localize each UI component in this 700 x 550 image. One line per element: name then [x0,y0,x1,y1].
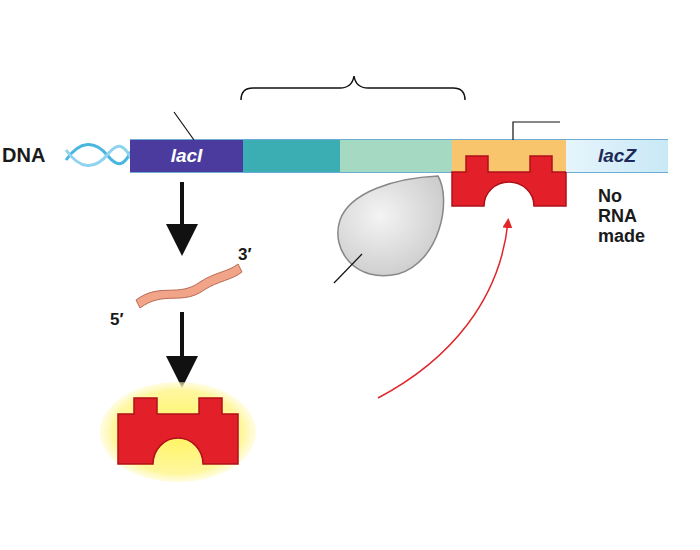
gene-box: lacI [130,140,243,172]
mrna-strand [136,264,242,308]
binding-arrow [378,222,508,398]
process-arrow [180,182,184,244]
rna-polymerase [338,176,444,276]
molecule-label: DNA [2,143,62,167]
bound-repressor [452,156,566,206]
promoter-region [243,140,340,172]
gene-name: lacZ [598,145,636,167]
end-label: 3′ [238,245,268,265]
process-arrow [180,312,184,376]
leader-line [174,112,194,140]
promoter-region [340,140,452,172]
dna-helix [66,144,132,165]
end-label: 5′ [110,310,140,330]
leader-line [513,122,560,140]
leader-line [334,254,362,283]
bracket [241,76,465,100]
repressor-glow [100,382,256,482]
status-note: No RNA made [598,186,650,246]
free-repressor [118,398,238,464]
gene-name: lacI [171,145,203,167]
gene-box: lacZ [566,140,668,172]
